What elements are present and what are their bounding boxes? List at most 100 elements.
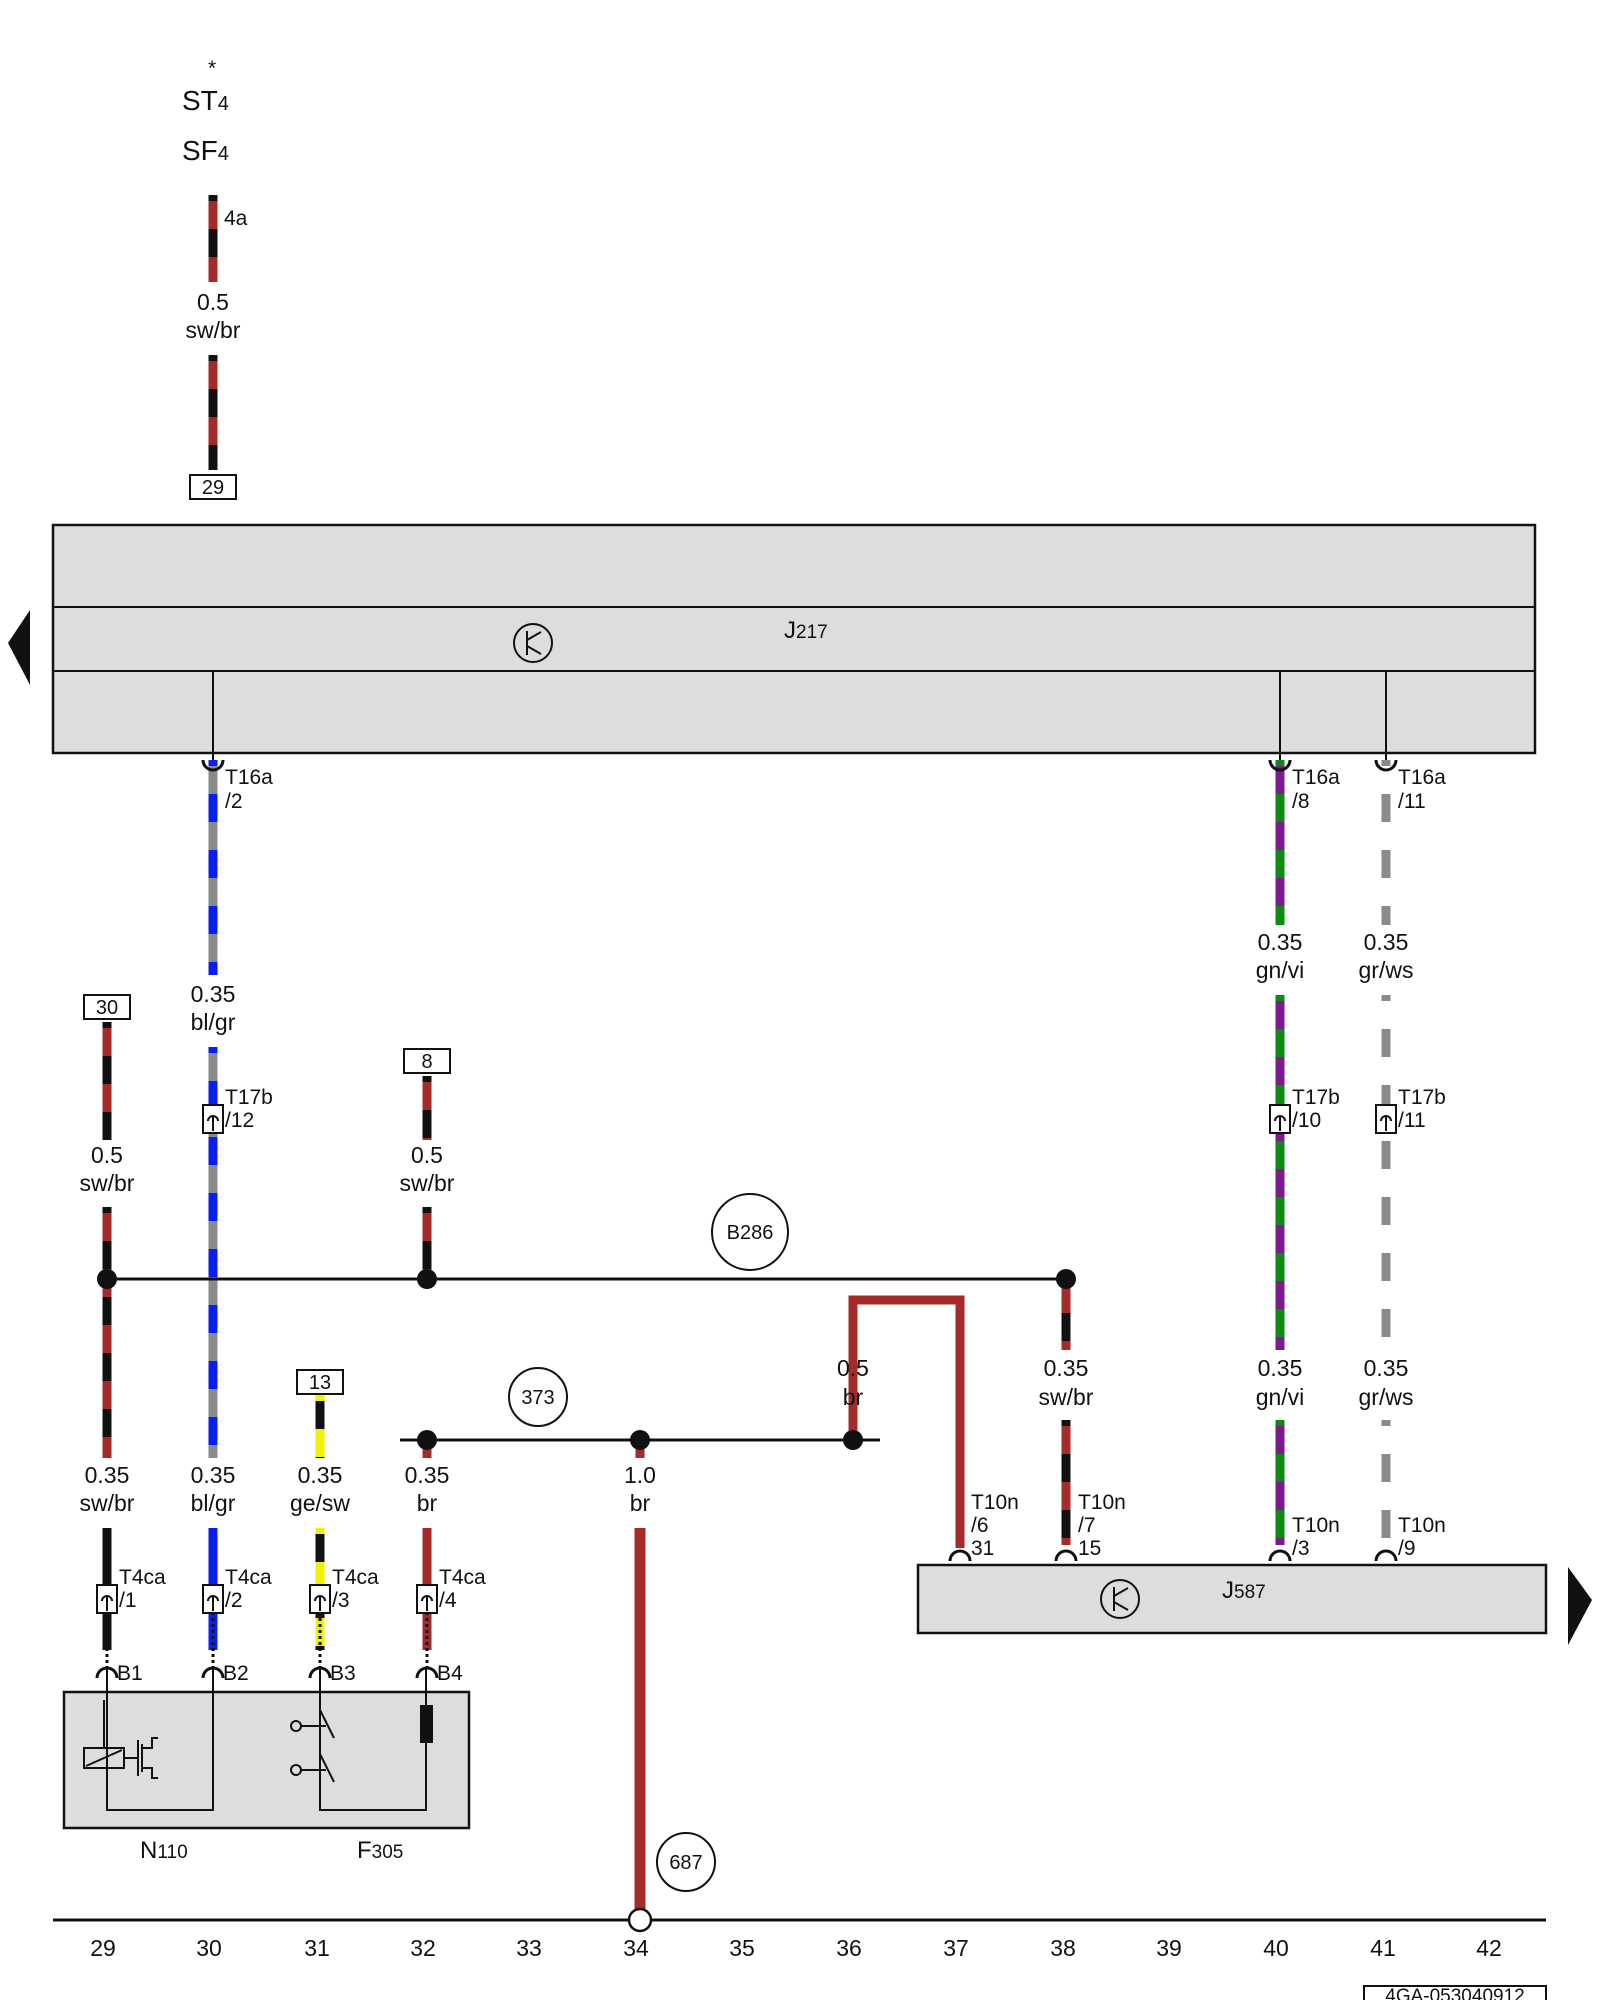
junction-markers: B286 373 687: [508, 1193, 789, 1892]
wire-sw-br: [1061, 1279, 1071, 1350]
conn-label: T10n: [1398, 1514, 1446, 1537]
connector-symbols: [95, 759, 1398, 1679]
wire-color: br: [843, 1384, 864, 1410]
wire-size: 0.35: [1258, 1355, 1303, 1381]
wire-gr-ws: [1381, 760, 1391, 925]
wire-sw-br: [102, 1022, 112, 1140]
wire-color: sw/br: [80, 1490, 135, 1516]
n110-f305-component: N110 F305: [62, 1668, 471, 1864]
connector-socket-icon: [1268, 759, 1292, 772]
column-number: 29: [90, 1935, 116, 1961]
wire-size: 0.35: [1258, 929, 1303, 955]
wire-color: ge/sw: [290, 1490, 350, 1516]
wire-size: 0.35: [191, 1462, 236, 1488]
column-number: 39: [1156, 1935, 1182, 1961]
wire-size: 0.35: [405, 1462, 450, 1488]
wire-br: [634, 1528, 646, 1920]
wire-gn-vi: [1275, 760, 1285, 925]
column-number: 34: [623, 1935, 649, 1961]
column-number: 36: [836, 1935, 862, 1961]
column-number: 35: [729, 1935, 755, 1961]
wire-specs: 0.5 sw/br 0.5 sw/br 0.35 sw/br 0.35 bl/g…: [80, 289, 1414, 1516]
terminal-8: 8: [421, 1051, 432, 1073]
conn-pin: /11: [1398, 790, 1426, 813]
pin-label: B4: [437, 1662, 463, 1685]
conn-label: T4ca: [119, 1566, 166, 1589]
wire-color: bl/gr: [191, 1490, 236, 1516]
conn-label: T16a: [1398, 766, 1446, 789]
terminal-boxes: 29 30 8 13: [83, 474, 451, 1395]
wire-gn-vi: [1275, 1420, 1285, 1545]
j587-control-unit: J587: [916, 1563, 1592, 1645]
transistor-icon: [1100, 1579, 1140, 1619]
column-number: 38: [1050, 1935, 1076, 1961]
wire-color: gn/vi: [1256, 957, 1305, 983]
conn-pin: /2: [225, 1589, 243, 1612]
connector-plug-icon: [1374, 1549, 1398, 1562]
conn-pin: /12: [225, 1109, 254, 1132]
bus-lines: [53, 1269, 1546, 1933]
j217-panel: [51, 523, 1537, 755]
conn-pin: 31: [971, 1537, 994, 1560]
fuse-label: * ST4 SF4 4a: [182, 57, 248, 230]
j217-control-unit: J217: [8, 523, 1537, 760]
connector-plug-icon: [415, 1666, 439, 1679]
fuse-pin-label: 4a: [224, 207, 248, 230]
wire-sw-br: [208, 195, 218, 282]
wire-size: 0.5: [411, 1142, 443, 1168]
wire-br-loop: [848, 1295, 965, 1548]
wire-sw-br: [422, 1076, 432, 1140]
wire-sw-br: [1061, 1420, 1071, 1545]
wire-gn-vi: [1275, 995, 1285, 1350]
wire-br: [848, 1345, 858, 1440]
wire-ge-sw: [315, 1395, 325, 1458]
conn-label: T17b: [1292, 1086, 1340, 1109]
wire-size: 0.35: [1364, 929, 1409, 955]
wire-size: 0.35: [1364, 1355, 1409, 1381]
ground-point: [627, 1907, 653, 1933]
wire-size: 1.0: [624, 1462, 656, 1488]
column-number: 30: [196, 1935, 222, 1961]
wire-size: 0.5: [197, 289, 229, 315]
fuse-star: *: [208, 57, 216, 80]
wire-color: bl/gr: [191, 1009, 236, 1035]
terminal-29: 29: [202, 477, 224, 499]
column-number: 31: [304, 1935, 330, 1961]
junction-373: 373: [521, 1387, 554, 1409]
wire-color: gn/vi: [1256, 1384, 1305, 1410]
connector-plug-icon: [948, 1549, 972, 1562]
conn-pin: /2: [225, 790, 243, 813]
junction-b286: B286: [727, 1222, 774, 1244]
wire-size: 0.35: [1044, 1355, 1089, 1381]
connector-socket-icon: [201, 759, 225, 772]
conn-label: T17b: [1398, 1086, 1446, 1109]
connector-plug-icon: [308, 1666, 332, 1679]
wire-color: br: [630, 1490, 651, 1516]
conn-pin: /10: [1292, 1109, 1321, 1132]
connector-labels: T16a /2 T16a /8 T16a /11 T17b /12 T17b /…: [117, 766, 1446, 1685]
column-number: 33: [516, 1935, 542, 1961]
f305-label: F305: [357, 1837, 403, 1864]
j217-label: J217: [784, 617, 828, 644]
connector-plug-icon: [1054, 1549, 1078, 1562]
column-number: 42: [1476, 1935, 1502, 1961]
conn-label: T10n: [1078, 1491, 1126, 1514]
wire-sw-br: [422, 1207, 432, 1279]
conn-pin: /6: [971, 1514, 989, 1537]
conn-label: T4ca: [225, 1566, 272, 1589]
wire-color: sw/br: [186, 317, 241, 343]
wire-color: sw/br: [1039, 1384, 1094, 1410]
conn-pin: /8: [1292, 790, 1310, 813]
conn-pin: /3: [1292, 1537, 1310, 1560]
conn-label: T16a: [225, 766, 273, 789]
transistor-icon: [513, 623, 553, 663]
connector-plug-icon: [1268, 1549, 1292, 1562]
conn-label: T4ca: [332, 1566, 379, 1589]
pin-label: B1: [117, 1662, 143, 1685]
wire-size: 0.35: [298, 1462, 343, 1488]
conn-pin: /3: [332, 1589, 350, 1612]
junction-687: 687: [669, 1852, 702, 1874]
wire-color: br: [417, 1490, 438, 1516]
